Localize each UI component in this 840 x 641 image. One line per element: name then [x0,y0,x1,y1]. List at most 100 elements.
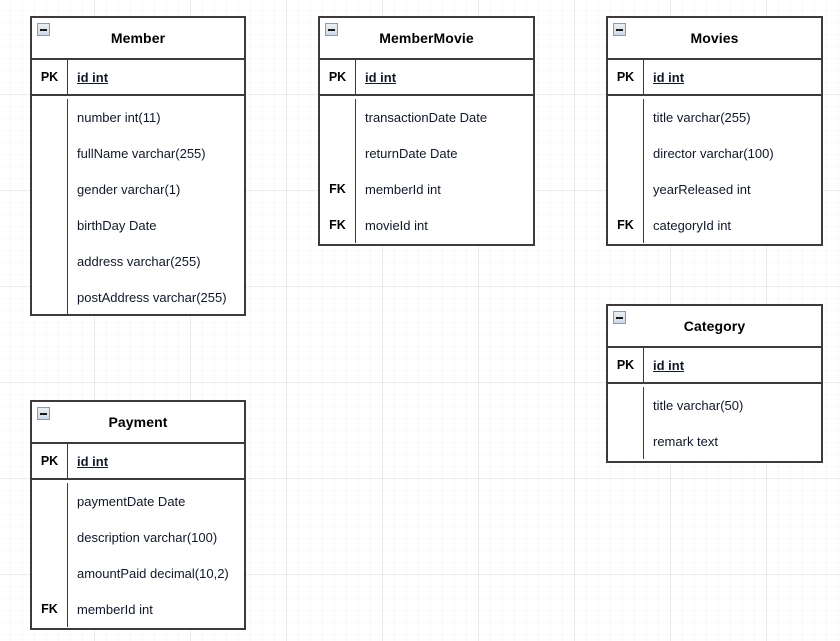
field-name: returnDate Date [365,145,458,161]
attribute-row[interactable]: birthDay Date [32,207,244,243]
primary-key-row[interactable]: PK id int [32,60,244,96]
field-name: gender varchar(1) [77,181,181,197]
attribute-row[interactable]: FK memberId int [32,591,244,627]
attribute-row[interactable]: title varchar(50) [608,387,821,423]
key-type-label [32,171,68,207]
key-type-label: PK [608,60,644,94]
attribute-row[interactable]: gender varchar(1) [32,171,244,207]
field-name: title varchar(255) [653,109,751,125]
entity-header: Payment [32,402,244,444]
attribute-list: title varchar(50) remark text [608,384,821,462]
field-name: number int(11) [77,109,161,125]
entity-title: Category [683,318,746,334]
field-name: memberId int [77,601,153,617]
attribute-row[interactable]: FK memberId int [320,171,533,207]
entity-header: Member [32,18,244,60]
key-type-label [320,99,356,135]
entity-header: Category [608,306,821,348]
key-type-label [608,99,644,135]
attribute-row[interactable]: director varchar(100) [608,135,821,171]
entity-title: Member [110,30,166,46]
attribute-row[interactable]: remark text [608,423,821,459]
attribute-row[interactable]: fullName varchar(255) [32,135,244,171]
collapse-minus-icon[interactable] [325,23,338,36]
collapse-minus-icon[interactable] [37,23,50,36]
field-name: postAddress varchar(255) [77,289,227,305]
key-type-label [32,243,68,279]
field-name: yearReleased int [653,181,751,197]
attribute-row[interactable]: amountPaid decimal(10,2) [32,555,244,591]
field-name: fullName varchar(255) [77,145,206,161]
key-type-label [608,423,644,459]
key-type-label: FK [320,171,356,207]
attribute-row[interactable]: transactionDate Date [320,99,533,135]
entity-header: MemberMovie [320,18,533,60]
key-type-label [608,171,644,207]
primary-key-row[interactable]: PK id int [320,60,533,96]
field-name: description varchar(100) [77,529,218,545]
attribute-list: paymentDate Date description varchar(100)… [32,480,244,630]
key-type-label [32,519,68,555]
attribute-row[interactable]: address varchar(255) [32,243,244,279]
field-name: memberId int [365,181,441,197]
field-name: movieId int [365,217,428,233]
key-type-label [32,483,68,519]
entity-title: Movies [690,30,739,46]
field-name: id int [77,69,109,85]
primary-key-row[interactable]: PK id int [608,348,821,384]
attribute-row[interactable]: FK categoryId int [608,207,821,243]
entity-header: Movies [608,18,821,60]
field-name: id int [653,69,685,85]
key-type-label: PK [32,60,68,94]
field-name: transactionDate Date [365,109,488,125]
field-name: title varchar(50) [653,397,744,413]
field-name: categoryId int [653,217,732,233]
key-type-label [32,555,68,591]
attribute-row[interactable]: title varchar(255) [608,99,821,135]
field-name: id int [77,453,109,469]
collapse-minus-icon[interactable] [613,311,626,324]
key-type-label [608,135,644,171]
key-type-label [608,387,644,423]
key-type-label: PK [320,60,356,94]
collapse-minus-icon[interactable] [613,23,626,36]
field-name: id int [653,357,685,373]
key-type-label [32,279,68,315]
attribute-row[interactable]: returnDate Date [320,135,533,171]
entity-title: MemberMovie [379,30,474,46]
key-type-label: FK [32,591,68,627]
key-type-label [32,207,68,243]
key-type-label [32,135,68,171]
field-name: paymentDate Date [77,493,186,509]
key-type-label: FK [320,207,356,243]
attribute-row[interactable]: paymentDate Date [32,483,244,519]
attribute-row[interactable]: yearReleased int [608,171,821,207]
key-type-label [320,135,356,171]
attribute-row[interactable]: number int(11) [32,99,244,135]
entity-title: Payment [108,414,168,430]
key-type-label: PK [608,348,644,382]
attribute-list: title varchar(255) director varchar(100) y… [608,96,821,246]
attribute-row[interactable]: postAddress varchar(255) [32,279,244,315]
key-type-label [32,99,68,135]
attribute-list: number int(11) fullName varchar(255) gende… [32,96,244,318]
field-name: director varchar(100) [653,145,774,161]
collapse-minus-icon[interactable] [37,407,50,420]
field-name: amountPaid decimal(10,2) [77,565,229,581]
primary-key-row[interactable]: PK id int [32,444,244,480]
primary-key-row[interactable]: PK id int [608,60,821,96]
field-name: id int [365,69,397,85]
attribute-row[interactable]: description varchar(100) [32,519,244,555]
field-name: address varchar(255) [77,253,201,269]
key-type-label: FK [608,207,644,243]
attribute-row[interactable]: FK movieId int [320,207,533,243]
field-name: remark text [653,433,719,449]
field-name: birthDay Date [77,217,157,233]
key-type-label: PK [32,444,68,478]
